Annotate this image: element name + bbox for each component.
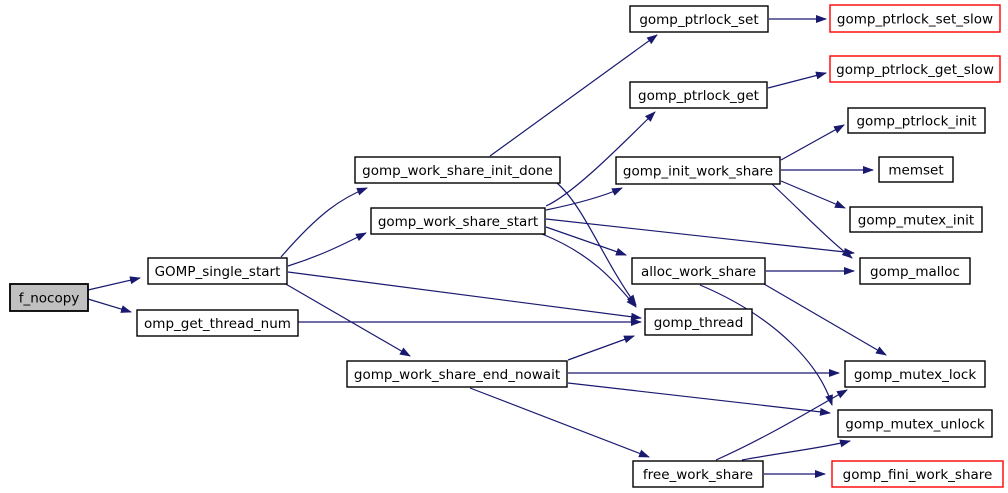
node-GOMP_single_start[interactable]: GOMP_single_start [147,257,288,285]
edge-gomp_work_share_init_done-to-gomp_thread [556,182,637,306]
node-box [632,460,764,488]
edge-gomp_init_work_share-to-gomp_ptrlock_init [780,124,845,161]
edge-gomp_work_share_end_nowait-to-gomp_thread [567,335,635,361]
node-label: omp_get_thread_num [144,316,291,332]
node-gomp_ptrlock_get[interactable]: gomp_ptrlock_get [629,81,768,109]
node-label: gomp_mutex_lock [854,367,977,383]
nodes-layer: f_nocopy GOMP_single_start omp_get_thread_… [9,4,1004,488]
edges-layer [87,15,887,478]
node-gomp_work_share_init_done[interactable]: gomp_work_share_init_done [354,156,561,184]
node-omp_get_thread_num[interactable]: omp_get_thread_num [136,309,299,337]
node-label: gomp_work_share_end_nowait [354,367,560,383]
edge-gomp_ptrlock_get-to-gomp_ptrlock_get_slow [767,71,827,89]
node-gomp_malloc[interactable]: gomp_malloc [859,257,971,285]
edge-gomp_work_share_start-to-gomp_thread [541,233,637,308]
node-box [878,156,954,183]
node-box [831,460,1004,488]
node-label: gomp_ptrlock_set_slow [837,11,993,27]
node-box [847,107,986,134]
node-box [346,360,568,388]
edge-gomp_work_share_start-to-gomp_init_work_share [545,187,623,211]
node-box [370,207,546,235]
edge-GOMP_single_start-to-gomp_work_share_init_done [280,187,368,258]
edge-free_work_share-to-gomp_mutex_lock [715,389,848,461]
node-label: gomp_work_share_init_done [362,163,553,179]
node-gomp_work_share_end_nowait[interactable]: gomp_work_share_end_nowait [346,360,568,388]
edge-gomp_work_share_end_nowait-to-gomp_mutex_unlock [567,382,831,416]
node-box [136,309,299,337]
node-gomp_ptrlock_set_slow: gomp_ptrlock_set_slow [829,4,1001,33]
node-f_nocopy: f_nocopy [9,283,89,312]
edge-gomp_init_work_share-to-gomp_malloc [771,183,853,259]
node-label: f_nocopy [19,290,80,306]
node-box [9,283,89,312]
edge-gomp_init_work_share-to-gomp_mutex_init [780,180,846,209]
node-box [147,257,288,285]
node-label: gomp_ptrlock_init [856,113,976,129]
edge-f_nocopy-to-GOMP_single_start [87,276,141,291]
node-box [644,308,753,336]
node-gomp_ptrlock_get_slow: gomp_ptrlock_get_slow [829,55,1001,83]
edge-gomp_work_share_end_nowait-to-free_work_share [469,387,650,458]
edge-GOMP_single_start-to-gomp_work_share_start [287,232,367,267]
node-memset[interactable]: memset [878,156,954,183]
edge-gomp_work_share_init_done-to-gomp_ptrlock_set [489,34,658,157]
node-label: free_work_share [643,467,753,483]
node-box [354,156,561,184]
node-gomp_mutex_init[interactable]: gomp_mutex_init [849,206,983,233]
node-label: gomp_mutex_init [858,212,974,228]
node-box [849,206,983,233]
node-label: gomp_malloc [870,264,960,280]
node-box [629,81,768,109]
edge-GOMP_single_start-to-gomp_thread [287,271,642,321]
node-label: gomp_mutex_unlock [845,416,985,432]
node-label: gomp_work_share_start [378,214,538,230]
node-gomp_ptrlock_init[interactable]: gomp_ptrlock_init [847,107,986,134]
node-label: memset [888,162,943,178]
node-box [844,360,986,388]
edge-f_nocopy-to-omp_get_thread_num [87,298,132,313]
node-gomp_mutex_lock[interactable]: gomp_mutex_lock [844,360,986,388]
node-label: GOMP_single_start [155,264,281,280]
edge-gomp_work_share_start-to-gomp_ptrlock_get [545,111,656,207]
node-label: gomp_ptrlock_get_slow [836,62,994,78]
edge-gomp_work_share_start-to-gomp_malloc [545,218,855,256]
node-box [629,5,769,33]
edge-alloc_work_share-to-gomp_mutex_lock [763,283,887,356]
node-box [859,257,971,285]
node-label: gomp_init_work_share [623,163,773,179]
node-gomp_work_share_start[interactable]: gomp_work_share_start [370,207,546,235]
node-gomp_ptrlock_set[interactable]: gomp_ptrlock_set [629,5,769,33]
node-box [829,55,1001,83]
node-label: gomp_fini_work_share [843,467,993,483]
node-gomp_init_work_share[interactable]: gomp_init_work_share [615,156,781,185]
node-gomp_thread[interactable]: gomp_thread [644,308,753,336]
edge-alloc_work_share-to-gomp_mutex_unlock [699,284,833,406]
node-alloc_work_share[interactable]: alloc_work_share [631,257,766,285]
node-label: gomp_ptrlock_get [638,88,759,104]
node-box [829,4,1001,33]
node-box [631,257,766,285]
node-label: gomp_thread [654,315,744,331]
node-box [837,409,993,438]
edge-gomp_work_share_start-to-alloc_work_share [545,226,627,256]
edge-free_work_share-to-gomp_mutex_unlock [741,439,851,461]
node-box [615,156,781,185]
node-gomp_fini_work_share: gomp_fini_work_share [831,460,1004,488]
node-gomp_mutex_unlock[interactable]: gomp_mutex_unlock [837,409,993,438]
edge-GOMP_single_start-to-gomp_work_share_end_nowait [283,282,411,357]
node-label: alloc_work_share [641,264,756,280]
node-label: gomp_ptrlock_set [639,12,758,28]
node-free_work_share[interactable]: free_work_share [632,460,764,488]
